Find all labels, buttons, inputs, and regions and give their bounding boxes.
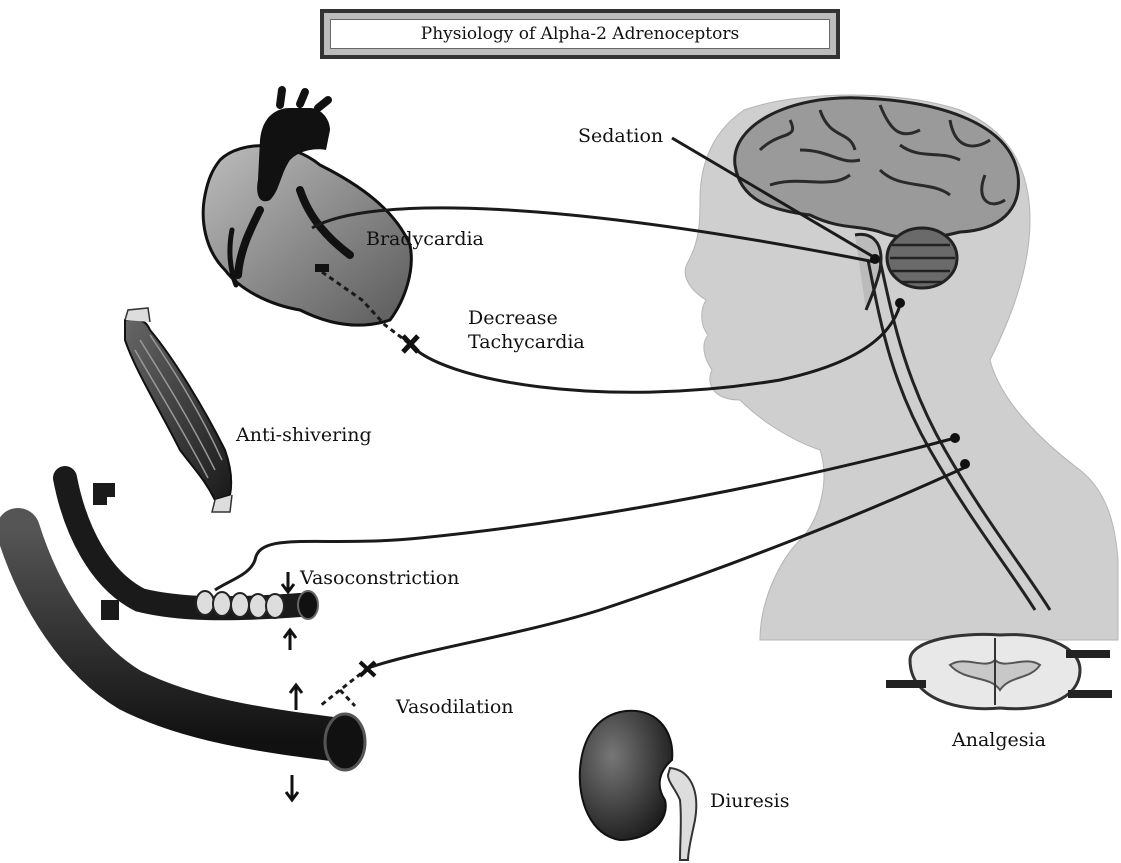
spinal-cord-section-icon	[886, 634, 1112, 708]
label-analgesia: Analgesia	[952, 727, 1046, 753]
muscle-icon	[125, 308, 232, 512]
label-diuresis: Diuresis	[710, 788, 789, 814]
label-vasodilation: Vasodilation	[396, 694, 514, 720]
label-tachycardia: Tachycardia	[468, 329, 585, 355]
blood-vessel-icon	[18, 478, 365, 800]
heart-icon	[203, 90, 411, 325]
label-vasoconstriction: Vasoconstriction	[300, 565, 459, 591]
title-frame: Physiology of Alpha-2 Adrenoceptors	[320, 9, 840, 59]
label-bradycardia: Bradycardia	[366, 226, 484, 252]
block-x-vessel	[360, 662, 375, 676]
block-x-heart	[403, 336, 418, 352]
kidney-icon	[580, 711, 696, 860]
label-decrease: Decrease	[468, 305, 558, 331]
label-sedation: Sedation	[578, 123, 663, 149]
diagram-title: Physiology of Alpha-2 Adrenoceptors	[330, 19, 830, 49]
label-anti-shivering: Anti-shivering	[236, 422, 372, 448]
